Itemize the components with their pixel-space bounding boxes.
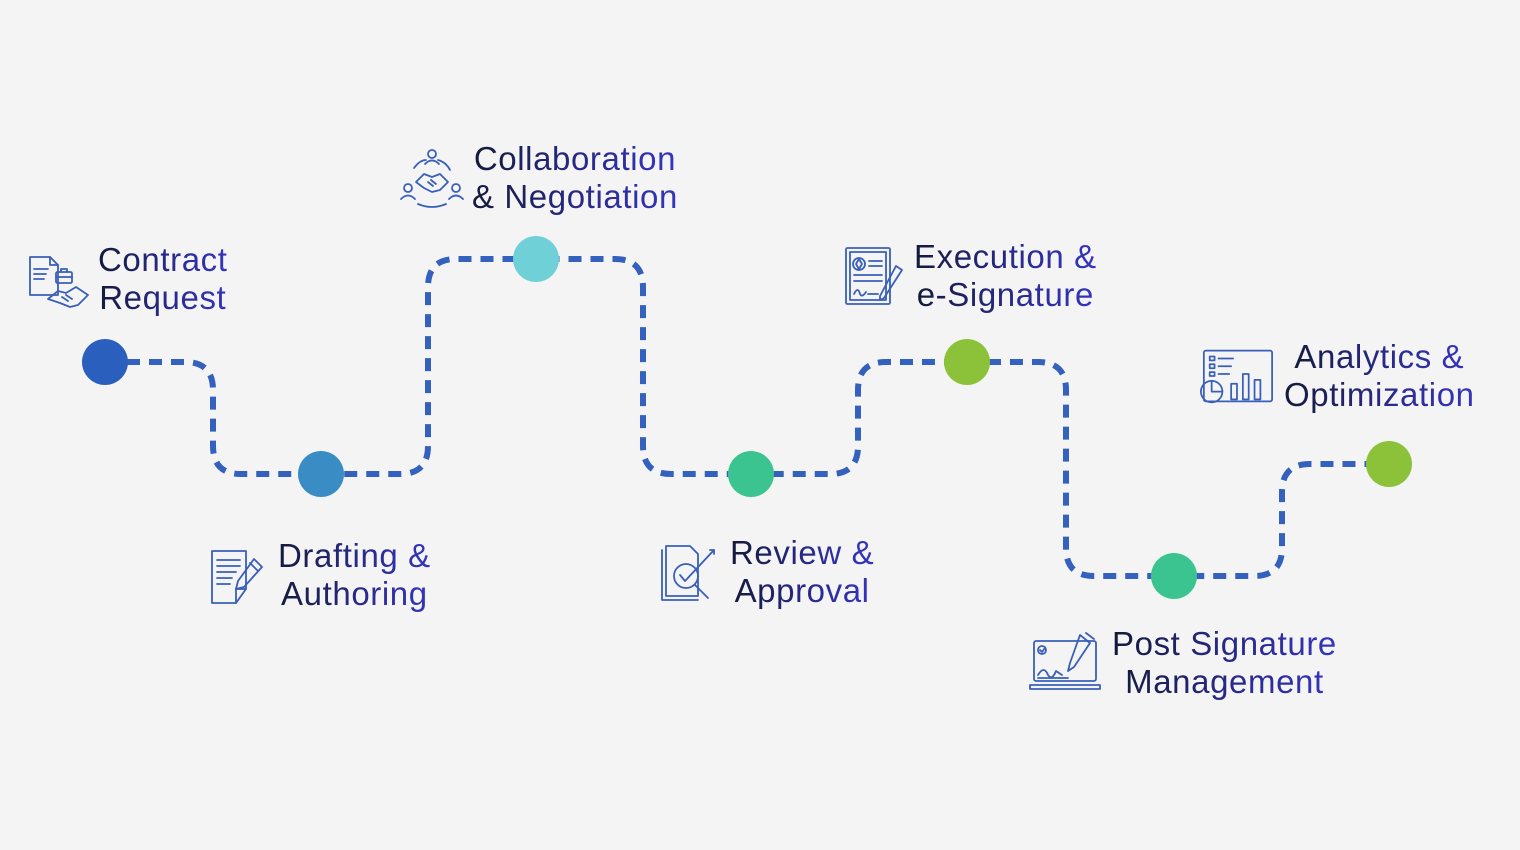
- document-briefcase-handshake-icon: [29, 256, 89, 308]
- stage-dot-drafting-authoring: [298, 451, 344, 497]
- stage-title: Collaboration & Negotiation: [472, 140, 678, 215]
- laptop-signature-icon: [1029, 632, 1101, 690]
- dashboard-chart-icon: [1200, 349, 1273, 404]
- document-pencil-icon: [211, 550, 263, 604]
- stage-label-drafting-authoring: Drafting & Authoring: [206, 537, 431, 613]
- stage-dot-execution-esignature: [944, 339, 990, 385]
- stage-title: Analytics & Optimization: [1284, 338, 1475, 413]
- stage-label-collaboration-negotiation: Collaboration & Negotiation: [400, 140, 678, 216]
- stage-dot-contract-request: [82, 339, 128, 385]
- stage-dot-analytics-optimization: [1366, 441, 1412, 487]
- stage-label-review-approval: Review & Approval: [658, 534, 874, 610]
- dashed-connector: [105, 256, 1389, 579]
- stage-title: Post Signature Management: [1112, 625, 1337, 700]
- stage-title: Execution & e-Signature: [914, 238, 1097, 313]
- stage-label-execution-esignature: Execution & e-Signature: [842, 238, 1097, 314]
- stage-title: Contract Request: [98, 241, 228, 316]
- stage-label-analytics-optimization: Analytics & Optimization: [1198, 338, 1475, 414]
- document-magnifier-check-icon: [661, 545, 715, 601]
- stage-title: Drafting & Authoring: [278, 537, 431, 612]
- stage-dot-post-signature-management: [1151, 553, 1197, 599]
- stage-label-post-signature-management: Post Signature Management: [1028, 625, 1337, 701]
- stage-title: Review & Approval: [730, 534, 875, 609]
- signed-certificate-pen-icon: [845, 247, 903, 305]
- stage-label-contract-request: Contract Request: [26, 241, 228, 317]
- stage-dot-review-approval: [728, 451, 774, 497]
- team-handshake-icon: [400, 149, 464, 208]
- stage-dot-collaboration-negotiation: [513, 236, 559, 282]
